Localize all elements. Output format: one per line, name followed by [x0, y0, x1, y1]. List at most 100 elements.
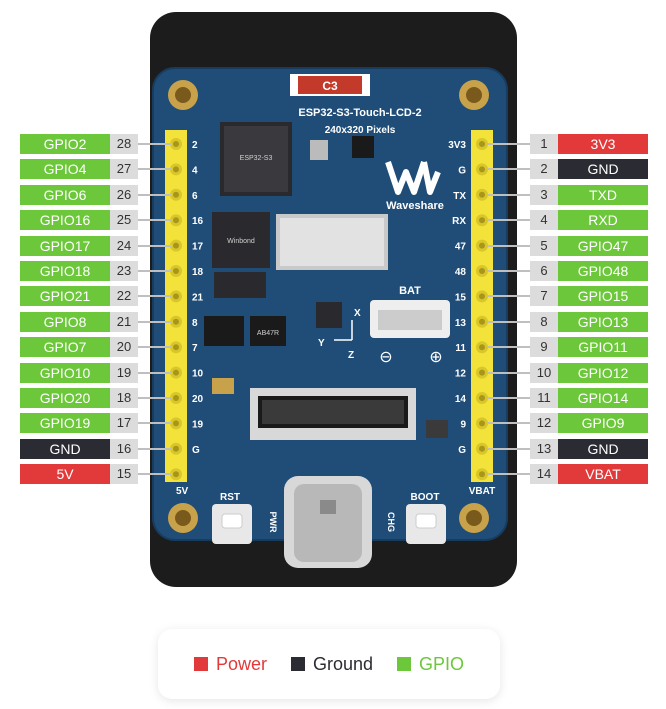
pin-label: GND [558, 159, 648, 180]
header-pin-hole [479, 293, 485, 300]
pin-connector-line [138, 193, 172, 196]
legend-swatch [397, 657, 412, 671]
pin-label: VBAT [558, 464, 648, 485]
pin-connector-line [488, 244, 530, 247]
pin-label: RXD [558, 210, 648, 231]
pin-connector-line [488, 168, 530, 171]
header-pin-hole [173, 293, 179, 300]
silkscreen-label: 48 [455, 267, 467, 278]
pin-number: 12 [530, 413, 558, 434]
silkscreen-label: TX [453, 191, 466, 202]
silkscreen-label: 17 [192, 242, 204, 253]
pin-number: 20 [110, 337, 138, 358]
pin-connector-line [138, 473, 172, 476]
header-pin-hole [479, 242, 485, 249]
pin-label: 5V [20, 464, 110, 485]
header-pin-hole [173, 344, 179, 351]
pin-number: 24 [110, 235, 138, 256]
pin-connector-line [138, 371, 172, 374]
header-pin-hole [173, 471, 179, 478]
pin-label: GPIO2 [20, 134, 110, 154]
header-pin-hole [173, 445, 179, 452]
mount-hole-br [459, 503, 489, 533]
pin-label: GPIO9 [558, 413, 648, 434]
pin-connector-line [488, 371, 530, 374]
legend-label: Power [215, 653, 267, 674]
legend-swatch [290, 657, 305, 671]
pin-label: GPIO16 [20, 210, 110, 231]
small-component [310, 140, 328, 160]
silkscreen-label: 2 [192, 140, 198, 151]
pin-number: 26 [110, 184, 138, 205]
header-pin-hole [479, 395, 485, 401]
axis-y-label: Y [318, 338, 325, 349]
rst-label: RST [220, 492, 240, 503]
pin-label: GPIO6 [20, 184, 110, 205]
header-pin-hole [173, 268, 179, 274]
silkscreen-label: 8 [192, 318, 198, 329]
silkscreen-label: 12 [455, 369, 467, 380]
silkscreen-label: 19 [192, 419, 204, 430]
header-pin-hole [479, 369, 485, 376]
header-pin-hole [173, 166, 179, 173]
axis-x-label: X [354, 308, 361, 319]
pin-number: 22 [110, 286, 138, 307]
mount-hole-tl [168, 80, 198, 110]
silkscreen-label: 11 [455, 343, 466, 354]
header-pin-hole [479, 217, 485, 224]
silkscreen-label: 4 [192, 165, 198, 176]
pin-connector-line [488, 219, 530, 222]
axis-z-label: Z [348, 350, 354, 361]
header-pin-hole [173, 242, 179, 249]
pin-number: 8 [530, 311, 558, 332]
pin-connector-line [138, 346, 172, 349]
pin-connector-line [138, 244, 172, 247]
header-pin-hole [479, 191, 485, 198]
waveshare-logo [385, 161, 441, 195]
small-part [212, 378, 234, 394]
legend-item: Power [193, 653, 267, 675]
pin-label: GPIO4 [20, 159, 110, 180]
pin-label: GPIO48 [558, 261, 648, 281]
pin-connector-line [488, 143, 530, 145]
header-pin-hole [479, 471, 485, 478]
silkscreen-label: 9 [460, 419, 466, 430]
pin-connector-line [138, 422, 172, 425]
bat-minus: ⊖ [379, 347, 392, 366]
imu-chip [316, 302, 342, 328]
pin-connector-line [138, 168, 172, 171]
boot-label: BOOT [411, 492, 440, 503]
chg-label: CHG [386, 512, 396, 532]
pin-number: 27 [110, 159, 138, 180]
header-pin-hole [173, 369, 179, 376]
pin-label: GPIO17 [20, 235, 110, 256]
pin-number: 9 [530, 337, 558, 358]
legend-item: GPIO [397, 654, 464, 675]
pin-number: 15 [110, 464, 138, 485]
small-part-2 [426, 420, 448, 438]
header-pin-hole [173, 217, 179, 224]
silkscreen-label: G [458, 165, 466, 176]
legend-label: GPIO [419, 653, 465, 674]
regulator-label: AB47R [257, 330, 279, 337]
mount-hole-bl [168, 503, 198, 533]
pin-label: GPIO10 [20, 362, 110, 383]
pin-number: 18 [110, 388, 138, 408]
header-pin-hole [479, 420, 485, 427]
pin-connector-line [138, 143, 172, 145]
pin-label: GND [558, 438, 648, 459]
pin-number: 11 [530, 388, 558, 408]
